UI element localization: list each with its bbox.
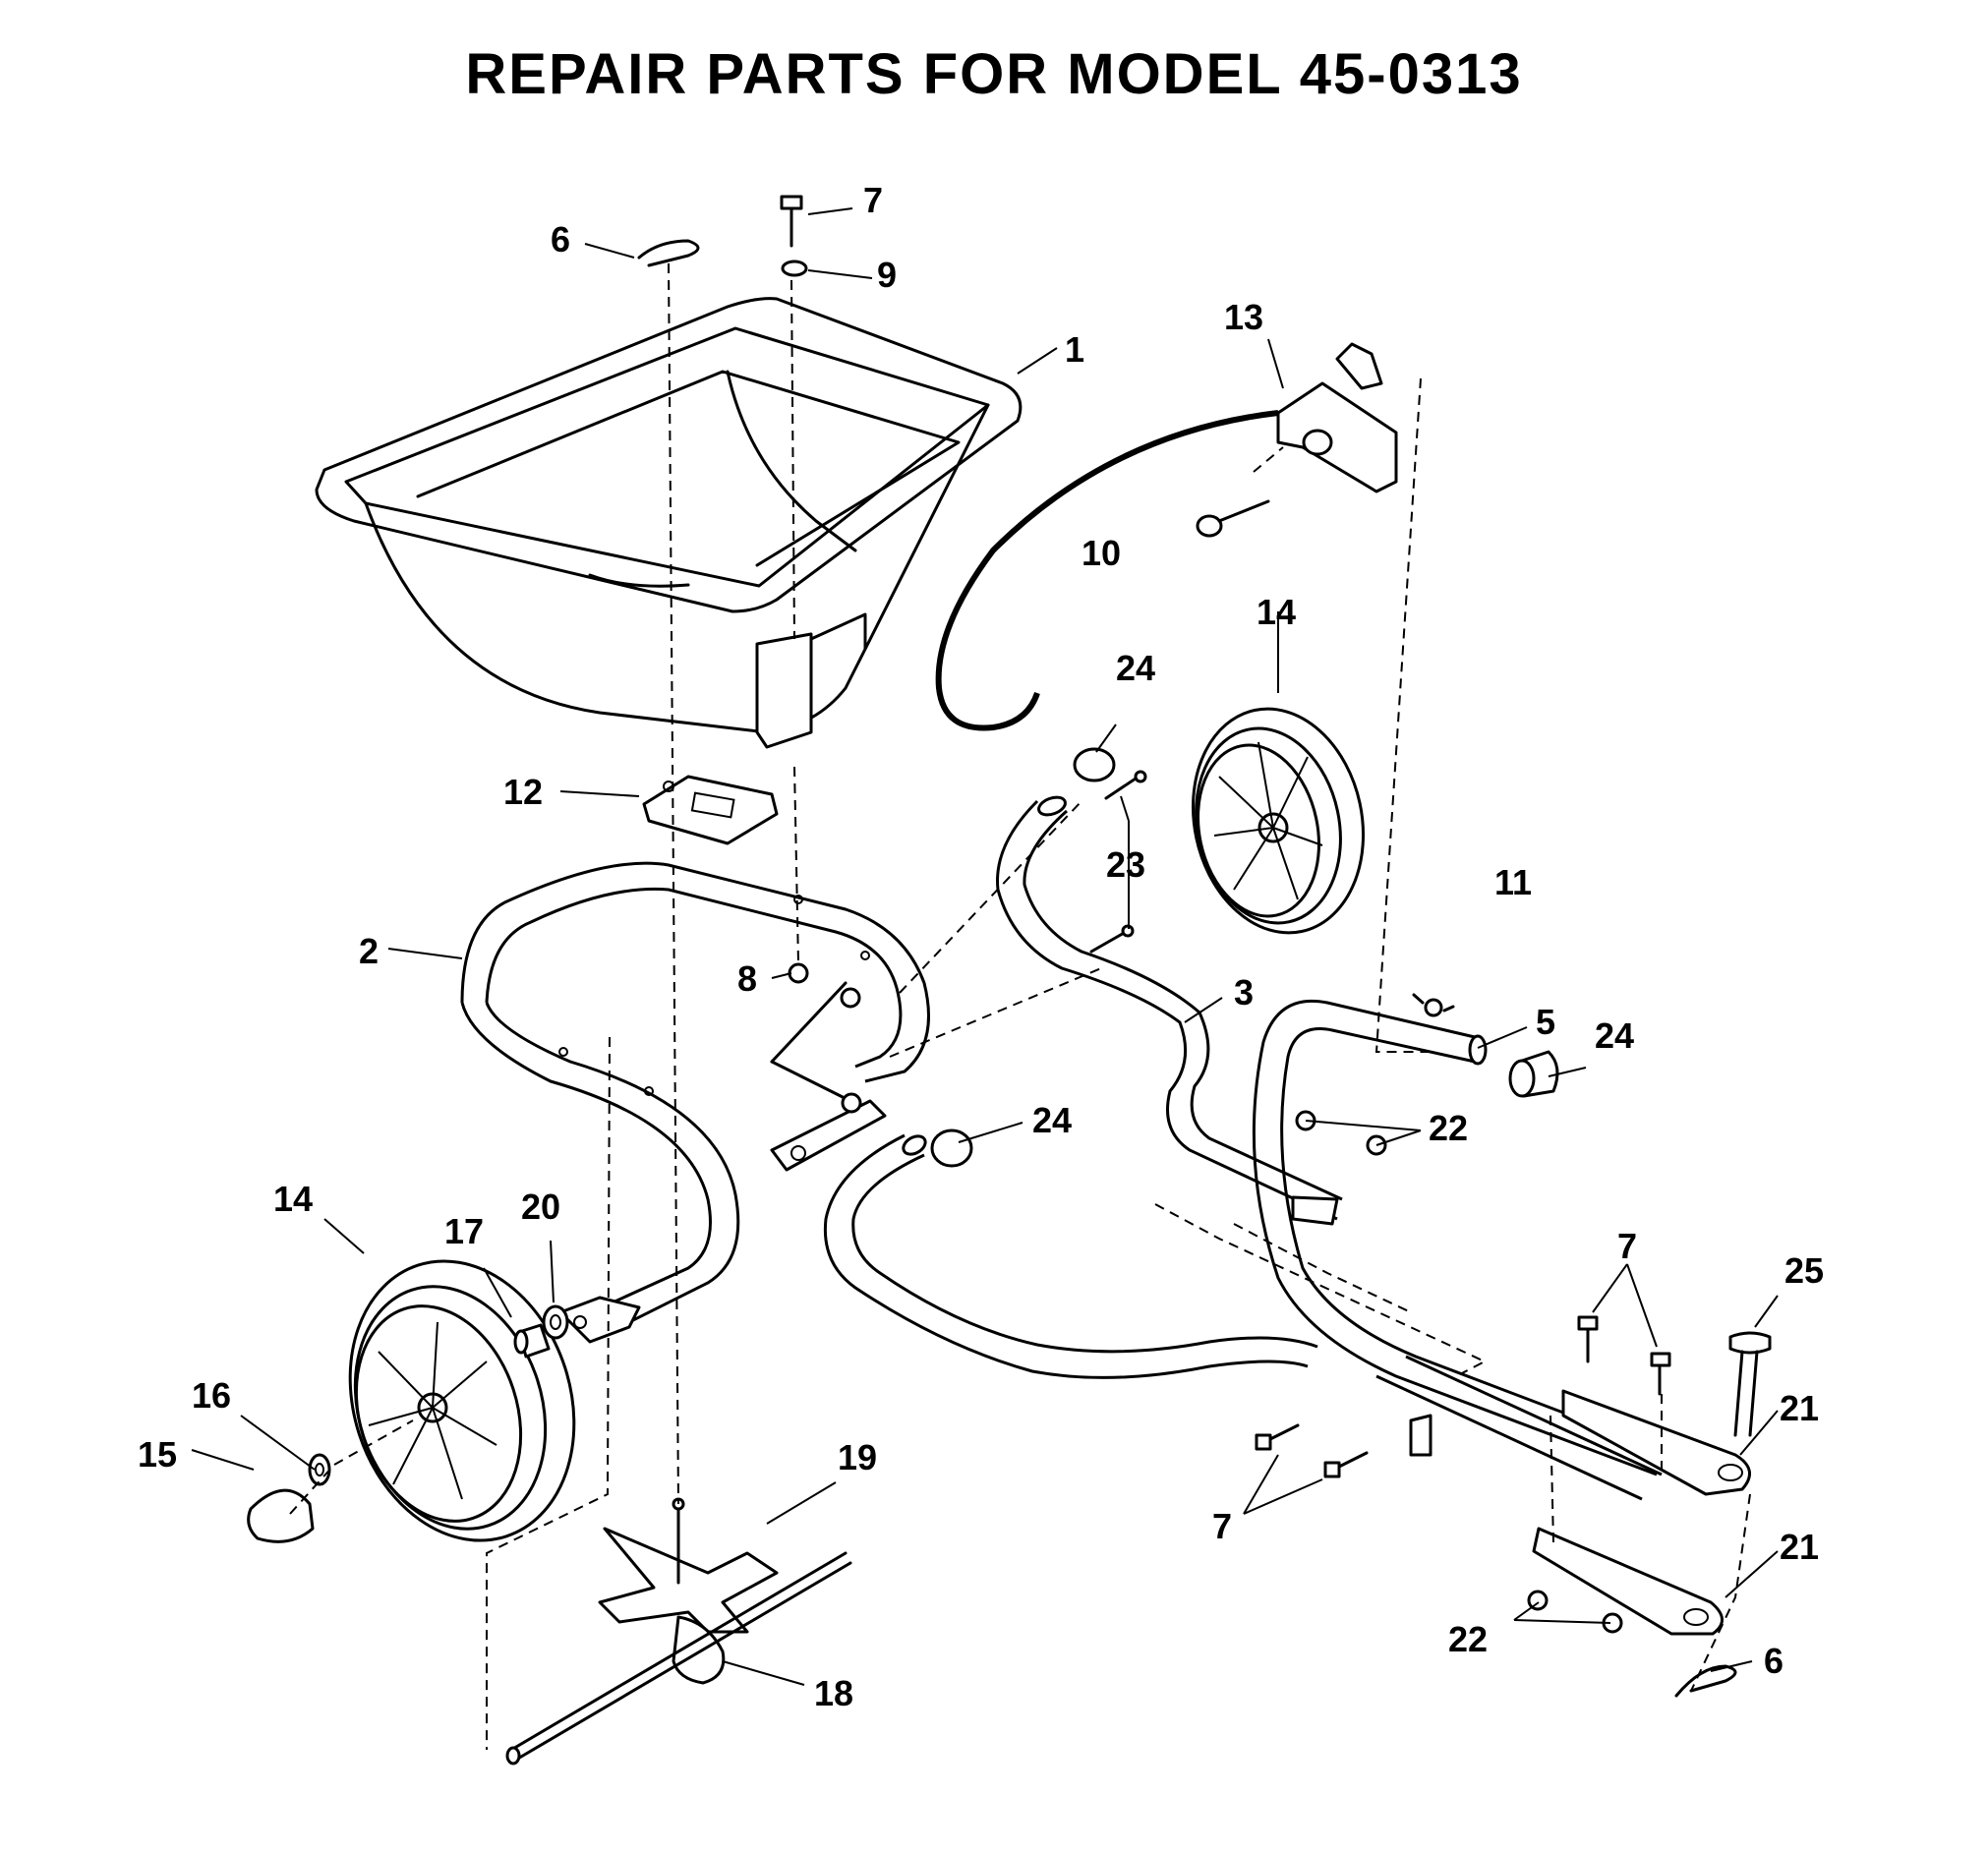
callout-5: 5 [1536, 1002, 1555, 1042]
callout-13: 13 [1224, 297, 1263, 337]
callout-10: 10 [1082, 533, 1121, 573]
control-lever-part [1276, 342, 1398, 493]
gearbox-part [505, 1551, 852, 1765]
washer-top-part [781, 260, 808, 277]
hopper-part [315, 297, 1023, 749]
carriage-bolt-part [1196, 499, 1270, 538]
spinner-part [598, 1497, 779, 1634]
callout-7-top: 7 [863, 180, 883, 220]
callout-14-left: 14 [273, 1179, 313, 1219]
hitch-pin-top-part [637, 239, 700, 267]
callout-2: 2 [359, 931, 379, 971]
hubcap-part [247, 1488, 315, 1543]
clevis-pin-part [1728, 1331, 1772, 1437]
bushing-part [513, 1323, 551, 1359]
wing-nut-part [1412, 993, 1455, 1017]
nut-frame-part [788, 962, 862, 1114]
callout-15: 15 [138, 1434, 177, 1475]
hitch-pin-bottom-part [1674, 1664, 1737, 1698]
handle-tube-part [996, 795, 1343, 1226]
leader-lines [191, 207, 1779, 1686]
nut-part-20 [542, 1304, 569, 1340]
washer-part [308, 1453, 331, 1486]
callout-12: 12 [503, 772, 543, 812]
callout-19: 19 [838, 1437, 877, 1477]
callout-24-middle: 24 [1032, 1100, 1072, 1140]
handle-bracket-parts [1532, 1389, 1751, 1636]
callout-1: 1 [1065, 329, 1084, 370]
callout-20: 20 [521, 1186, 560, 1227]
callout-16: 16 [192, 1375, 231, 1416]
callout-7-handle: 7 [1617, 1226, 1637, 1266]
callout-23: 23 [1106, 844, 1145, 885]
bolt-23-parts [1089, 770, 1147, 954]
callout-24-right: 24 [1595, 1015, 1634, 1056]
callout-7-lower: 7 [1212, 1506, 1232, 1546]
wheel-left-part [348, 1259, 576, 1542]
callout-6-top: 6 [551, 219, 570, 260]
plate-part [642, 775, 779, 845]
callout-8: 8 [737, 958, 757, 999]
cable-part [935, 410, 1279, 731]
callout-21-lower: 21 [1780, 1527, 1819, 1567]
callout-22-handle: 22 [1429, 1108, 1468, 1148]
callout-14-right: 14 [1257, 592, 1296, 632]
callout-17: 17 [444, 1211, 484, 1251]
callout-21-upper: 21 [1780, 1388, 1819, 1428]
assembly-lines [289, 262, 1751, 1750]
callout-25: 25 [1784, 1250, 1824, 1291]
brace-part [770, 981, 887, 1172]
bolt-top-part [780, 195, 803, 248]
callout-11: 11 [1494, 862, 1532, 902]
callout-6-bottom: 6 [1764, 1641, 1783, 1681]
handle-part [823, 999, 1663, 1501]
callout-18: 18 [814, 1673, 853, 1713]
handle-bolt-7-parts [1255, 1315, 1671, 1478]
callout-9: 9 [877, 255, 897, 295]
bushing-24-parts [930, 747, 1559, 1168]
frame-part [460, 861, 930, 1344]
callout-3: 3 [1234, 972, 1254, 1013]
wheel-right-part [1191, 707, 1366, 935]
callout-22-bracket: 22 [1448, 1619, 1488, 1659]
page-title: REPAIR PARTS FOR MODEL 45-0313 [465, 42, 1523, 106]
callout-labels: 1 2 3 5 6 6 7 7 7 8 9 10 11 12 13 14 14 … [138, 180, 1824, 1713]
callout-24-upper: 24 [1116, 648, 1155, 688]
